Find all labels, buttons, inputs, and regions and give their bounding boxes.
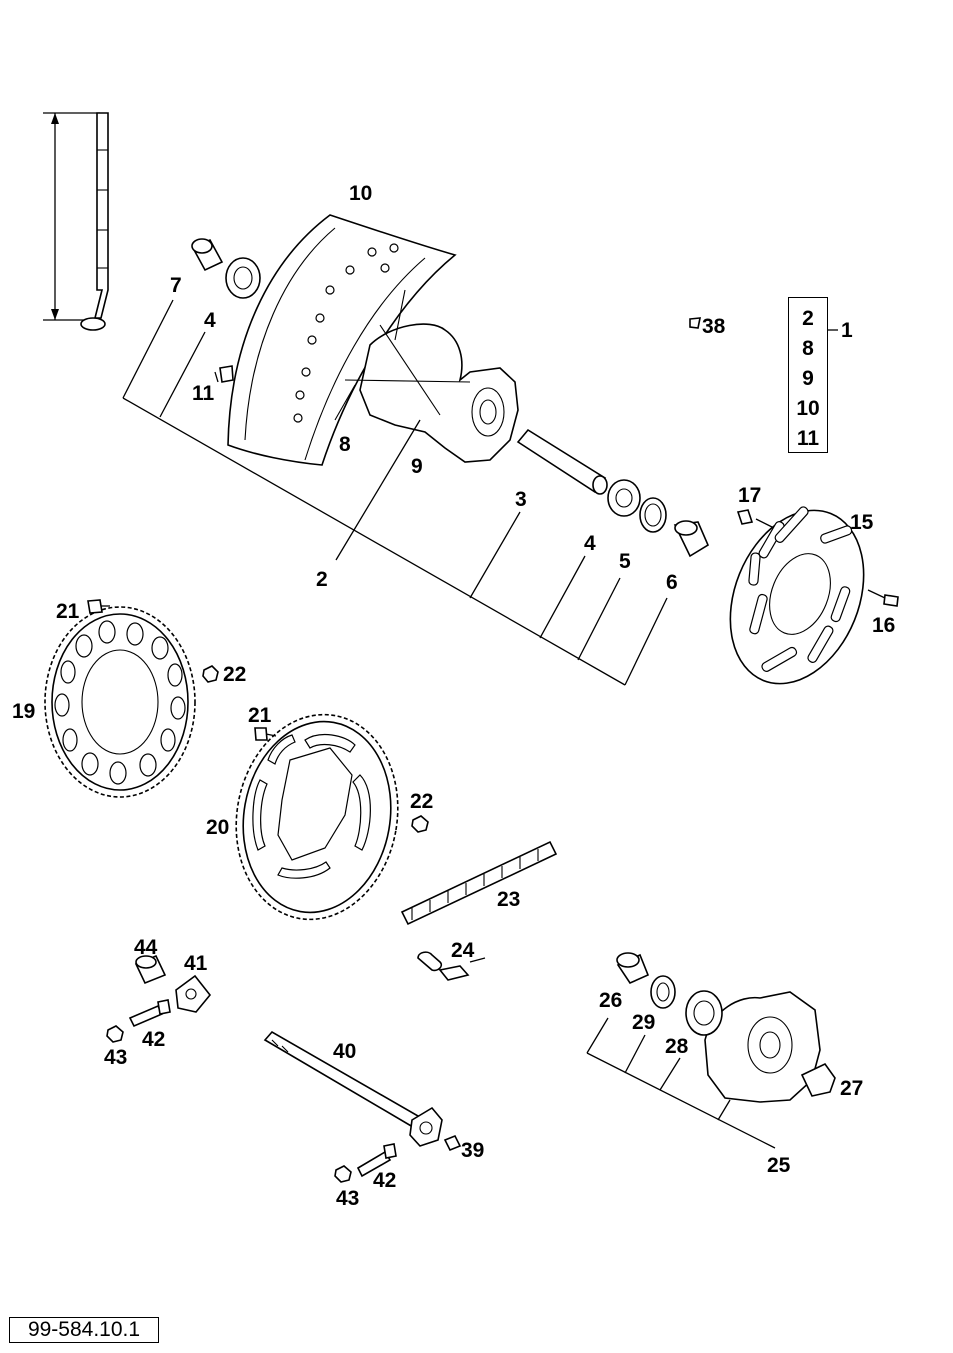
callout-4-lower: 4 — [584, 532, 596, 555]
callout-2: 2 — [316, 568, 328, 591]
sprocket-20-part — [235, 713, 399, 921]
bearing-part — [225, 257, 261, 299]
callout-15: 15 — [850, 511, 874, 534]
callout-29: 29 — [632, 1011, 655, 1034]
damper-part — [800, 1062, 836, 1097]
adjuster-nut-part-a — [106, 1025, 124, 1043]
bearing-part-right — [607, 479, 641, 517]
kit-item-8: 8 — [802, 337, 814, 360]
callout-16: 16 — [872, 614, 895, 637]
kit-contents-box — [788, 297, 828, 453]
sprocket-bolt-part-a — [87, 599, 110, 614]
kit-item-9: 9 — [802, 367, 814, 390]
callout-40: 40 — [333, 1040, 356, 1063]
callout-8: 8 — [339, 433, 351, 456]
hub-part — [334, 289, 519, 463]
callout-43-lower: 43 — [336, 1187, 359, 1210]
callout-9: 9 — [411, 455, 423, 478]
adjuster-cap-part — [134, 954, 167, 985]
callout-38: 38 — [702, 315, 726, 338]
adjuster-bolt-part-b — [356, 1143, 397, 1178]
brake-disc-part — [729, 506, 865, 685]
callout-26: 26 — [599, 989, 622, 1012]
assembly-leader-lines — [122, 299, 668, 686]
sprocket-nut-part-b — [411, 815, 429, 833]
adjuster-plate-part — [175, 974, 212, 1013]
sprocket-bolt-part-b — [254, 727, 277, 741]
callout-23: 23 — [497, 888, 520, 911]
callout-22-upper: 22 — [223, 663, 246, 686]
callout-20: 20 — [206, 816, 229, 839]
chain-link-part — [417, 951, 486, 981]
disc-nut-part — [736, 509, 773, 528]
diagram-reference-number: 99-584.10.1 — [9, 1317, 159, 1343]
carrier-bushing-part — [616, 952, 650, 985]
callout-3: 3 — [515, 488, 527, 511]
axle-part — [263, 1030, 443, 1147]
sprocket-19-part — [44, 606, 196, 798]
sprocket-nut-part-a — [202, 665, 219, 683]
spoke-dimension-arrow — [43, 112, 100, 321]
callout-42-lower: 42 — [373, 1169, 396, 1192]
callout-24: 24 — [451, 939, 475, 962]
callout-7: 7 — [170, 274, 182, 297]
callout-1: 1 — [841, 319, 853, 342]
callout-5: 5 — [619, 550, 631, 573]
kit-item-2: 2 — [802, 307, 814, 330]
chain-part — [400, 840, 558, 926]
carrier-seal-part — [650, 975, 676, 1009]
adjuster-nut-part-b — [334, 1165, 352, 1183]
valve-part — [219, 365, 234, 383]
callout-44: 44 — [134, 936, 158, 959]
callout-21-upper: 21 — [56, 600, 80, 623]
callout-21-lower: 21 — [248, 704, 272, 727]
adjuster-bolt-part-a — [128, 999, 171, 1028]
callout-28: 28 — [665, 1035, 689, 1058]
callout-17: 17 — [738, 484, 761, 507]
spacer-bushing-part — [191, 238, 224, 272]
kit-item-11: 11 — [797, 427, 820, 450]
callout-39: 39 — [461, 1139, 484, 1162]
carrier-leader-lines — [586, 1017, 776, 1149]
callout-27: 27 — [840, 1077, 863, 1100]
disc-bolt-part — [867, 589, 899, 607]
callout-4-upper: 4 — [204, 309, 216, 332]
carrier-bearing-part — [685, 990, 723, 1036]
small-cap-part — [689, 317, 701, 329]
callout-6: 6 — [666, 571, 678, 594]
rim-part — [227, 214, 457, 466]
callout-11: 11 — [192, 382, 215, 405]
axle-spacer-part — [516, 428, 608, 495]
callout-41: 41 — [184, 952, 208, 975]
axle-cap-part — [443, 1134, 462, 1152]
callout-42-upper: 42 — [142, 1028, 165, 1051]
outer-spacer-part — [673, 520, 710, 558]
callout-43-upper: 43 — [104, 1046, 127, 1069]
seal-ring-part — [639, 497, 667, 533]
callout-19: 19 — [12, 700, 35, 723]
callout-10: 10 — [349, 182, 372, 205]
spoke-part — [80, 112, 109, 331]
callout-25: 25 — [767, 1154, 791, 1177]
callout-22-lower: 22 — [410, 790, 433, 813]
kit-item-10: 10 — [796, 397, 819, 420]
